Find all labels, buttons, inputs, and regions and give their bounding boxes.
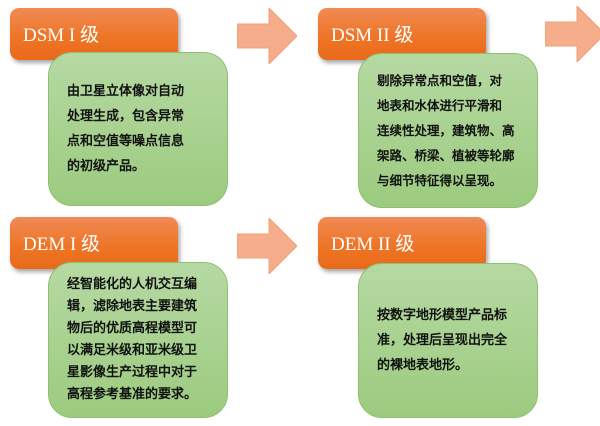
text-line: 以满足米级和亚米级卫	[67, 343, 198, 358]
dem-level-2-description: 按数字地形模型产品标 准，处理后呈现出完全 的裸地表地形。	[358, 263, 538, 418]
text-line: 辑，滤除地表主要建筑	[67, 299, 198, 314]
text-line: 剔除异常点和空值，对	[377, 73, 503, 88]
text-line: 地表和水体进行平滑和	[377, 98, 503, 113]
dsm-level-1-description: 由卫星立体像对自动 处理生成，包含异常 点和空值等噪点信息 的初级产品。	[48, 52, 228, 206]
dem-level-2-header: DEM II 级	[318, 217, 486, 269]
dsm-level-2-description: 剔除异常点和空值，对 地表和水体进行平滑和 连续性处理，建筑物、高 架路、桥梁、…	[358, 53, 538, 208]
text-line: 准，处理后呈现出完全	[377, 333, 508, 348]
right-arrow-icon	[237, 8, 297, 64]
text-line: 处理生成，包含异常	[67, 109, 185, 124]
text-line: 星影像生产过程中对于	[67, 365, 198, 380]
text-line: 高程参考基准的要求。	[67, 387, 198, 402]
text-line: 经智能化的人机交互编	[67, 277, 198, 292]
text-line: 与细节特征得以呈现。	[377, 173, 503, 188]
dsm-level-2-title: DSM II 级	[331, 25, 414, 46]
text-line: 物后的优质高程模型可	[67, 321, 198, 336]
text-line: 连续性处理，建筑物、高	[377, 123, 515, 138]
dsm-level-1-title: DSM I 级	[23, 25, 100, 46]
text-line: 的裸地表地形。	[377, 358, 469, 373]
dem-level-1-title: DEM I 级	[23, 234, 101, 255]
dem-level-1-header: DEM I 级	[10, 217, 178, 269]
dsm-level-2-header: DSM II 级	[318, 8, 486, 60]
right-arrow-icon	[237, 218, 297, 274]
text-line: 的初级产品。	[67, 159, 146, 174]
text-line: 由卫星立体像对自动	[67, 84, 185, 99]
text-line: 架路、桥梁、植被等轮廓	[377, 148, 515, 163]
dem-level-2-title: DEM II 级	[331, 234, 415, 255]
right-arrow-icon	[545, 6, 600, 62]
text-line: 按数字地形模型产品标	[377, 308, 508, 323]
text-line: 点和空值等噪点信息	[67, 134, 185, 149]
dsm-level-1-header: DSM I 级	[10, 8, 178, 60]
dem-level-1-description: 经智能化的人机交互编 辑，滤除地表主要建筑 物后的优质高程模型可 以满足米级和亚…	[48, 262, 228, 418]
